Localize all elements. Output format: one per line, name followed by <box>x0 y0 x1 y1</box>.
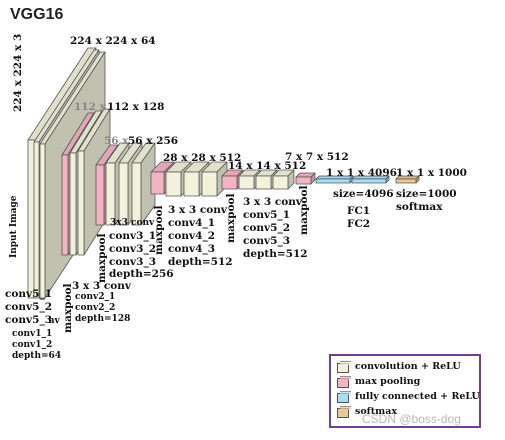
conv5-3: conv5_3 <box>243 235 290 247</box>
conv3-2: conv3_2 <box>109 243 156 255</box>
conv3-slab-c-front <box>131 162 142 226</box>
legend-label-fc: fully connected + ReLU <box>355 391 480 402</box>
fc1-label: FC1 <box>347 205 371 217</box>
stage4-conv: 3 x 3 conv <box>168 204 227 216</box>
pool5-size: 7 x 7 x 512 <box>285 151 349 163</box>
stage1-fragment: nv <box>48 316 60 326</box>
conv4-slab-c-front <box>201 171 218 197</box>
conv4-2: conv4_2 <box>168 230 215 242</box>
legend-label-conv: convolution + ReLU <box>355 361 461 372</box>
stage1-size: 224 x 224 x 64 <box>70 35 156 47</box>
stage1-layer-a: conv5_1 <box>5 288 52 300</box>
pool4-slab-front <box>221 175 238 190</box>
conv1-slab-a-front <box>33 141 40 299</box>
fc2-bar-front <box>351 178 387 184</box>
stage3-size: 56 x 256 <box>128 135 179 147</box>
legend: convolution + ReLU max pooling fully con… <box>329 354 481 428</box>
stage2-size-prefix: 112 x <box>74 101 106 113</box>
conv4-slab-a-front <box>165 171 182 197</box>
fc2-label: FC2 <box>347 218 371 230</box>
conv5-1: conv5_1 <box>243 209 290 221</box>
conv3-slab-a-front <box>105 162 116 226</box>
stage1-layer-c: conv5_3 <box>5 314 52 326</box>
stage5-depth: depth=512 <box>243 248 308 260</box>
conv2-1: conv2_1 <box>75 292 116 302</box>
stage2-depth: depth=128 <box>75 314 131 324</box>
conv4-3: conv4_3 <box>168 243 215 255</box>
stage4-size: 28 x 28 x 512 <box>163 152 242 164</box>
diagram-title: VGG16 <box>10 6 64 23</box>
softmax-size-label: size=1000 <box>396 188 457 200</box>
conv2-slab-b-front <box>77 150 85 256</box>
conv2-slab-a-front <box>69 152 77 256</box>
stage1-layer-b: conv5_2 <box>5 301 52 313</box>
maxpool-label-4: maxpool <box>225 193 237 243</box>
softmax-size: 1 x 1 x 1000 <box>396 167 467 179</box>
fc1-bar-front <box>315 178 351 184</box>
stage4-depth: depth=512 <box>168 256 233 268</box>
softmax-bar-front <box>395 178 417 184</box>
maxpool-label-5: maxpool <box>298 185 310 235</box>
conv3-1: conv3_1 <box>109 230 156 242</box>
conv4-slab-b-front <box>183 171 200 197</box>
maxpool-label-1: maxpool <box>62 283 74 333</box>
maxpool-label-2: maxpool <box>96 233 108 283</box>
conv5-slab-b-front <box>255 175 272 190</box>
conv5-slab-a-front <box>238 175 255 190</box>
fc-swatch-icon <box>337 391 351 403</box>
stage2-conv: 3 x 3 conv <box>72 280 131 292</box>
fc-size-label: size=4096 <box>333 188 394 200</box>
conv3-slab-b-front <box>118 162 129 226</box>
pool5-slab-front <box>295 176 312 185</box>
conv5-2: conv5_2 <box>243 222 290 234</box>
conv5-slab-c-front <box>272 175 289 190</box>
pool-swatch-icon <box>337 376 351 388</box>
fc-size: 1 x 1 x 4096 <box>326 167 397 179</box>
legend-label-pool: max pooling <box>355 376 421 387</box>
stage5-conv: 3 x 3 conv <box>243 196 302 208</box>
input-dims-label: 224 x 224 x 3 <box>12 33 24 112</box>
stage3-conv: 3x3 conv <box>110 218 155 228</box>
stage5-size: 14 x 14 x 512 <box>228 160 307 172</box>
conv-swatch-icon <box>337 361 351 373</box>
legend-label-softmax: softmax <box>355 406 398 417</box>
conv1-1: conv1_1 <box>12 329 53 339</box>
softmax-label: softmax <box>396 201 443 213</box>
softmax-swatch-icon <box>337 406 351 418</box>
maxpool-label-3: maxpool <box>153 205 165 255</box>
stage3-depth: depth=256 <box>109 268 174 280</box>
input-image-label: Input Image <box>9 195 19 258</box>
stage2-size: 112 x 128 <box>107 101 165 113</box>
stage3-size-prefix: 56 x <box>104 135 129 147</box>
conv1-slab-b-front <box>39 143 46 299</box>
conv1-2: conv1_2 <box>12 340 53 350</box>
conv3-3: conv3_3 <box>109 256 156 268</box>
pool1-slab-front <box>61 154 69 256</box>
stage1-depth: depth=64 <box>12 351 62 361</box>
pool3-slab-front <box>150 171 165 195</box>
pool2-slab-front <box>95 164 105 226</box>
watermark: CSDN @boss-dog <box>362 412 461 426</box>
conv4-1: conv4_1 <box>168 217 215 229</box>
conv2-2: conv2_2 <box>75 303 116 313</box>
